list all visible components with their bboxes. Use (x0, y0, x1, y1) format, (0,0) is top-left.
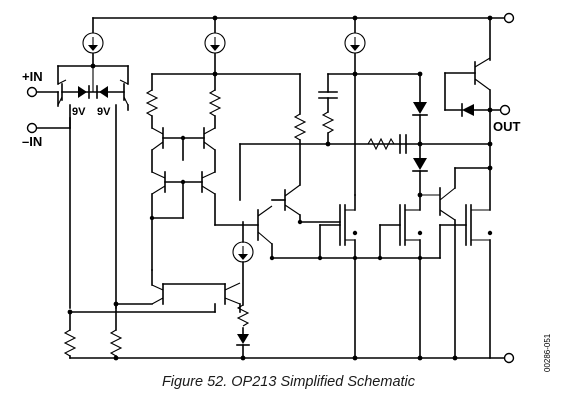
input-stage-emitter-lines (69, 104, 129, 309)
output-current-source (344, 15, 366, 77)
minus-in-label: –IN (22, 134, 42, 149)
out-terminal[interactable]: OUT (493, 104, 521, 135)
output-mosfets (269, 73, 493, 359)
document-number: 00286-051 (543, 333, 552, 372)
output-diode-chain (412, 71, 428, 198)
minus-in-terminal[interactable]: –IN (22, 117, 71, 149)
load-stage (145, 71, 301, 271)
lower-mirror (67, 269, 241, 315)
load-current-source (204, 15, 226, 75)
emitter-resistor-left (63, 311, 77, 359)
zener-voltage-label: 9V (97, 106, 111, 118)
plus-in-terminal[interactable]: +IN (22, 69, 59, 107)
output-pullup-transistor (444, 15, 493, 113)
zener-label-left: 9V (72, 106, 86, 118)
rail-junctions (352, 257, 458, 361)
input-tail-current-source (82, 17, 104, 67)
v-minus-terminal[interactable] (503, 352, 515, 364)
output-current-limit-diode (444, 103, 506, 117)
plus-in-label: +IN (22, 69, 43, 84)
zener-voltage-label: 9V (72, 106, 86, 118)
v-plus-terminal[interactable] (503, 12, 515, 24)
bias-current-source (232, 221, 254, 361)
out-label: OUT (493, 119, 521, 134)
input-protection-network (57, 63, 129, 106)
figure-caption: Figure 52. OP213 Simplified Schematic (161, 374, 416, 390)
compensation-network (318, 73, 421, 154)
second-stage (214, 73, 491, 259)
zener-label-right: 9V (97, 106, 111, 118)
emitter-resistor-right (109, 303, 123, 361)
